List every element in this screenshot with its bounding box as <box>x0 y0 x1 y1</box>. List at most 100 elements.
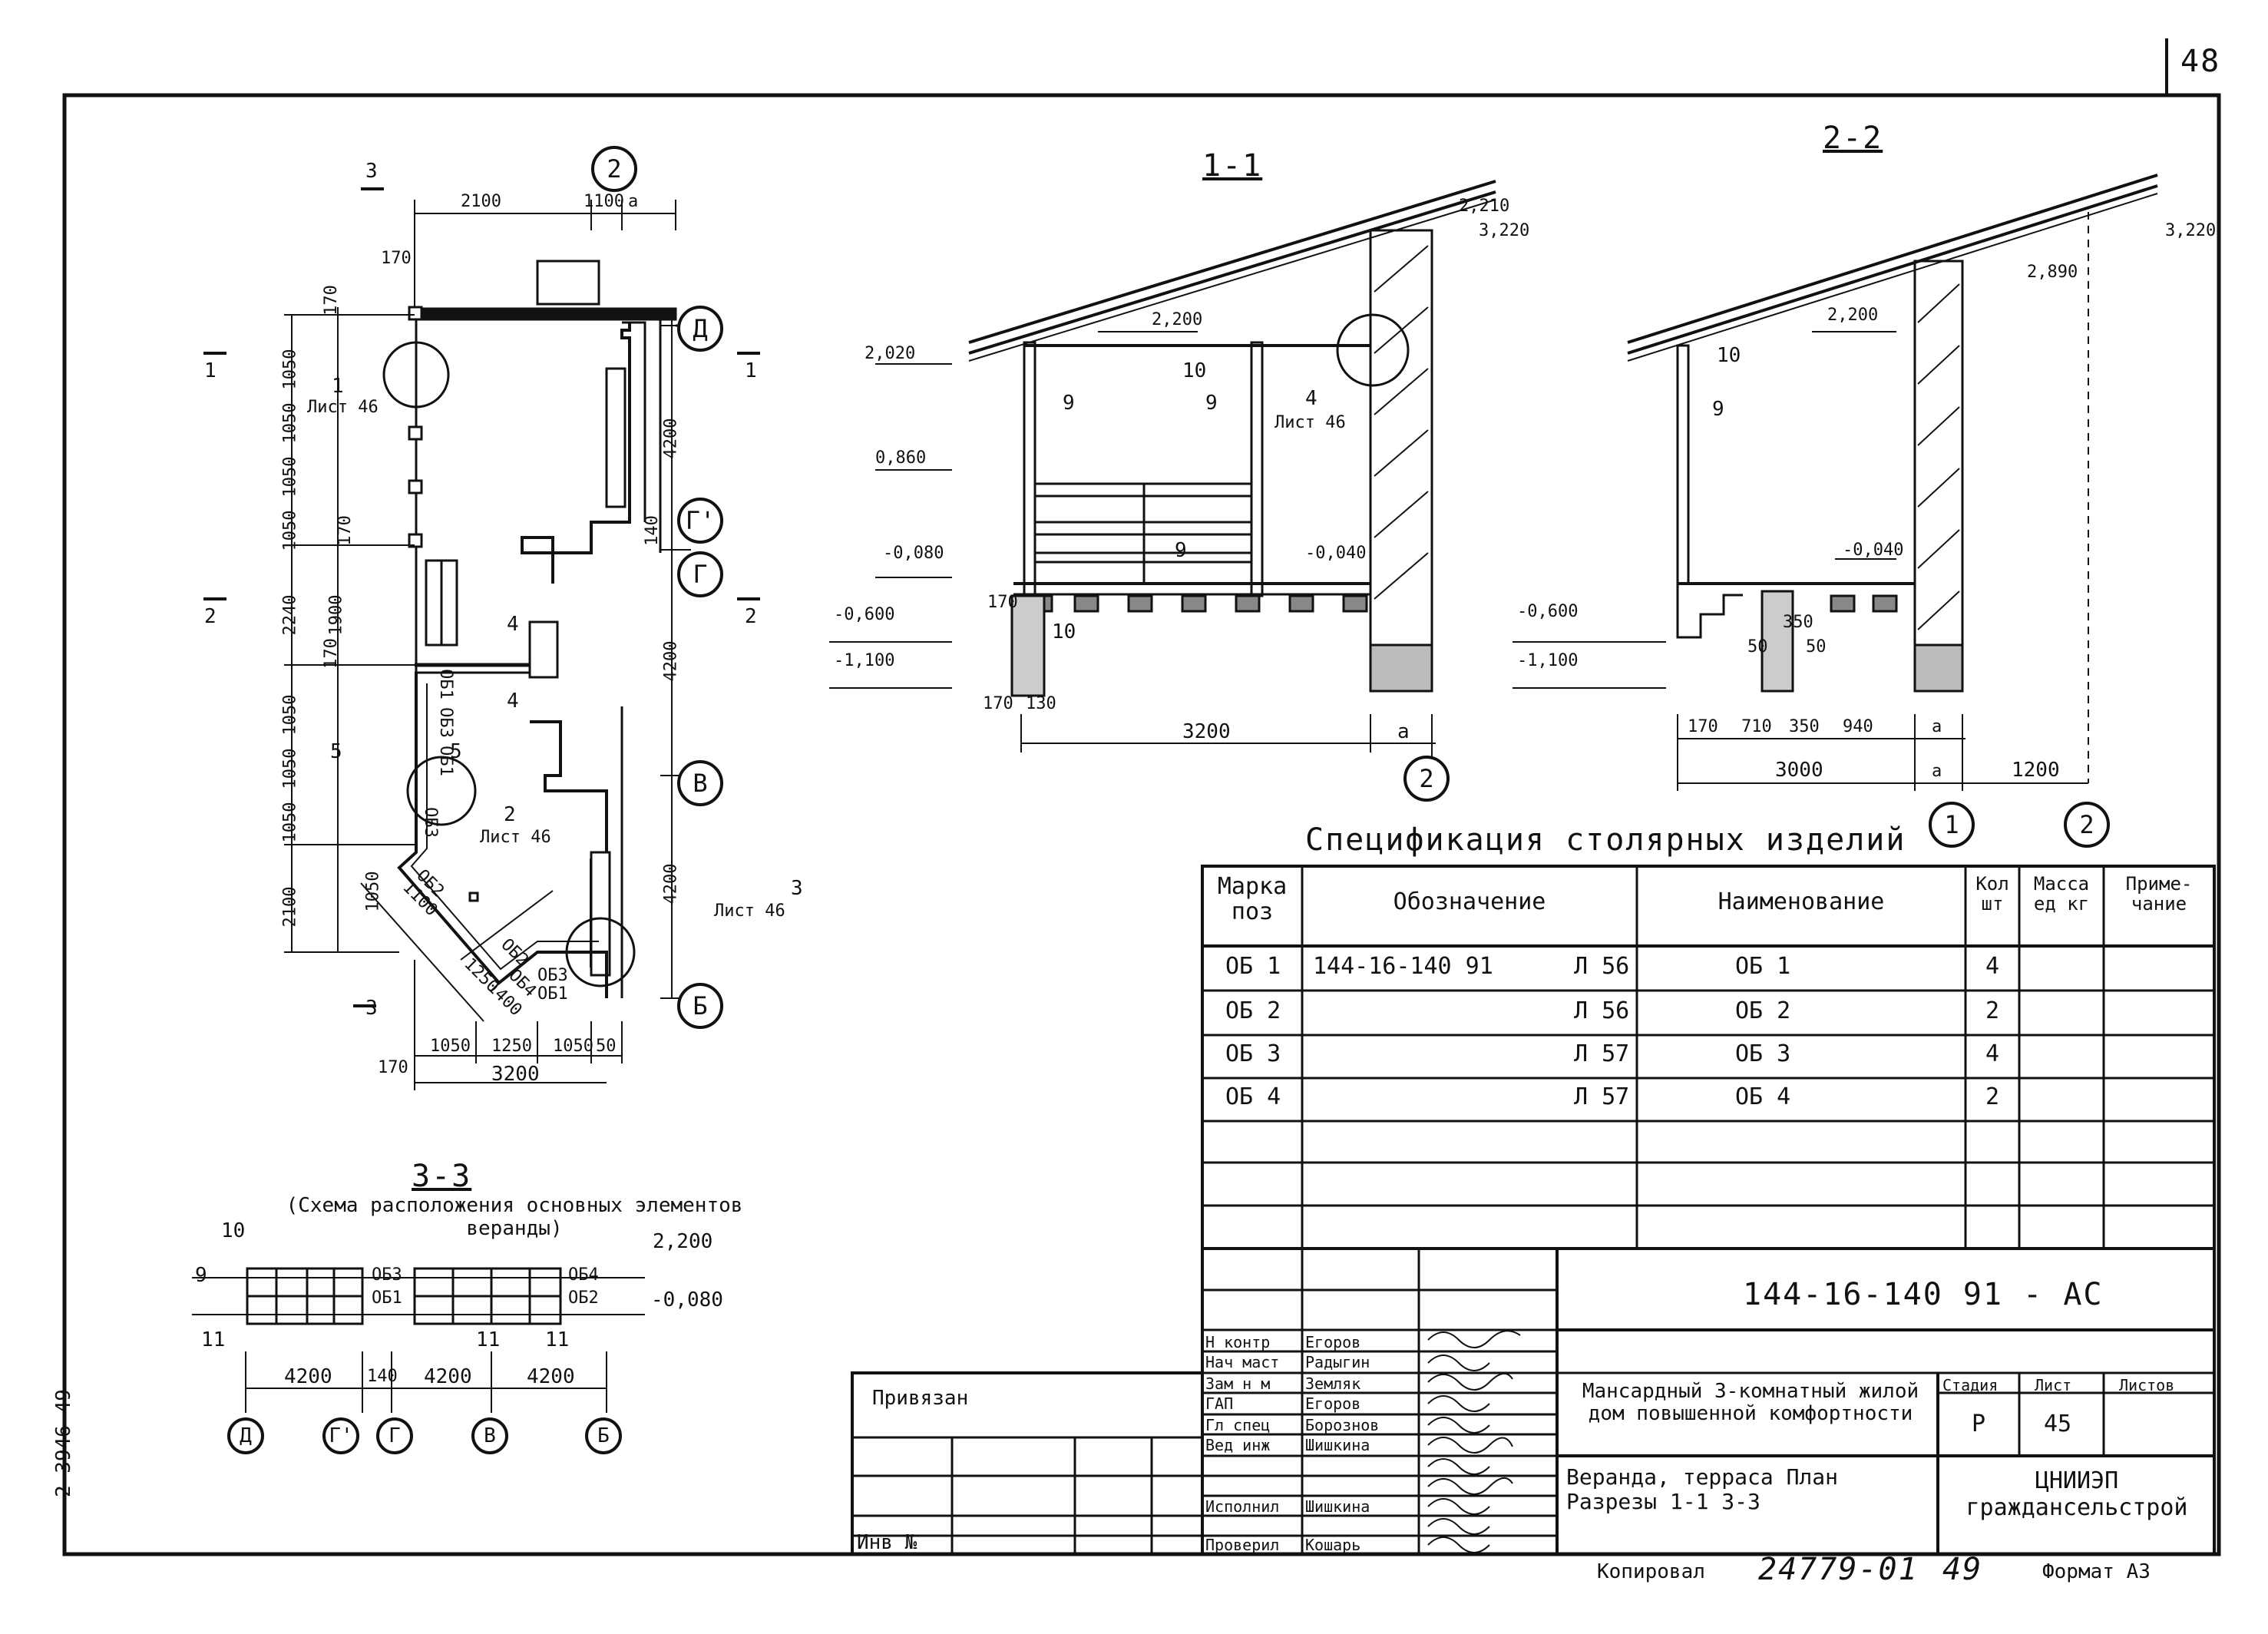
plan-dim-top-0: 2100 <box>461 192 501 211</box>
section-11-dim-2: 130 <box>1026 694 1056 713</box>
plan-axis-b: Б <box>677 983 723 1029</box>
section-33-axis-g: Г <box>376 1417 413 1454</box>
staff-role-3: ГАП <box>1205 1394 1234 1413</box>
plan-small-dim-2: 170 <box>335 515 355 546</box>
plan-axis-g-prime: Г' <box>677 498 723 544</box>
section-22-label-0: 10 <box>1717 344 1741 367</box>
section-33-label-2: 11 <box>201 1328 226 1351</box>
section-22-dim-6: a <box>1932 762 1942 781</box>
section-22-dim-2: 350 <box>1789 717 1820 736</box>
spec-header-qty: Кол шт <box>1975 873 2009 915</box>
staff-role-4: Гл спец <box>1205 1416 1271 1434</box>
staff-name-1: Радыгин <box>1305 1353 1370 1371</box>
plan-dim-bottom-3: 50 <box>596 1037 617 1056</box>
plan-section-mark-2b: 2 <box>745 605 757 628</box>
plan-ob-mark-8: ОБ1 <box>537 984 568 1004</box>
spec-header-mark: Марка поз <box>1217 873 1288 925</box>
plan-small-dim-5: 170 <box>378 1058 408 1077</box>
plan-walls <box>203 187 760 1090</box>
plan-callout-2-num: 2 <box>504 803 516 826</box>
section-22-axis-1: 1 <box>1929 802 1975 848</box>
spec-row-0-name: ОБ 1 <box>1735 953 1791 980</box>
sheet-title: Веранда, терраса План Разрезы 1-1 3-3 <box>1566 1464 1839 1515</box>
title-block-grid <box>851 1247 2216 1556</box>
section-33-dim-0: 4200 <box>284 1365 332 1388</box>
section-22-title: 2-2 <box>1823 121 1883 156</box>
plan-callout-1-num: 1 <box>332 375 344 398</box>
section-33-axis-d: Д <box>227 1417 264 1454</box>
plan-ob-mark-1: ОБ3 <box>435 707 455 738</box>
section-11-label-1: 9 <box>1063 392 1075 415</box>
plan-dim-bottom-0: 1050 <box>430 1037 471 1056</box>
section-33-label-0: 10 <box>221 1219 246 1242</box>
spec-row-0-mark: ОБ 1 <box>1225 953 1281 980</box>
plan-dim-left-2: 1050 <box>280 456 300 498</box>
plan-dim-right-1: 4200 <box>661 640 681 682</box>
spec-row-2-mark: ОБ 3 <box>1225 1040 1281 1067</box>
section-33-dim-2: 4200 <box>424 1365 472 1388</box>
plan-overall-width: 3200 <box>491 1063 540 1086</box>
spec-row-1-mark: ОБ 2 <box>1225 997 1281 1024</box>
section-22-linework <box>1513 174 2158 791</box>
staff-role-7: Проверил <box>1205 1536 1280 1554</box>
spec-row-0-qty: 4 <box>1985 953 2000 980</box>
section-33-ob-0: ОБ3 <box>372 1265 402 1285</box>
section-22-level-5: -1,100 <box>1517 651 1579 670</box>
inventory-label: Инв № <box>857 1531 917 1554</box>
section-33-dim-3: 4200 <box>527 1365 575 1388</box>
section-33-label-3: 11 <box>476 1328 501 1351</box>
section-22-dim-5: 3000 <box>1775 759 1823 782</box>
plan-section-mark-3a: 3 <box>365 160 378 183</box>
footer-copy-number: 24779-01 <box>1758 1552 1919 1587</box>
section-22-level-2: 2,200 <box>1827 306 1879 325</box>
staff-role-1: Нач маст <box>1205 1353 1280 1371</box>
plan-small-dim-3: 170 <box>321 638 341 669</box>
spec-row-0-code: 144-16-140 91 <box>1313 953 1493 980</box>
section-22-dim-10: 50 <box>1806 637 1827 657</box>
section-11-axis-2: 2 <box>1403 756 1450 802</box>
plan-dim-left-5: 1900 <box>326 594 346 636</box>
section-11-dim-1: 170 <box>983 694 1013 713</box>
staff-name-5: Шишкина <box>1305 1436 1370 1454</box>
plan-small-dim-4: 140 <box>642 515 662 546</box>
section-33-label-1: 9 <box>195 1264 207 1287</box>
plan-section-mark-5b: 5 <box>450 740 462 763</box>
section-33-level-bottom: -0,080 <box>651 1288 723 1312</box>
section-22-level-4: -0,600 <box>1517 602 1579 621</box>
section-11-dim-3: 3200 <box>1182 720 1231 743</box>
plan-dim-left-4: 2240 <box>280 594 300 636</box>
section-11-level-4: 0,860 <box>875 448 927 468</box>
plan-ob-mark-7: ОБ3 <box>537 966 568 985</box>
staff-role-2: Зам н м <box>1205 1374 1271 1393</box>
staff-name-4: Борознов <box>1305 1416 1380 1434</box>
section-33-linework <box>192 1267 645 1413</box>
plan-axis-2: 2 <box>591 146 637 192</box>
plan-dim-left-3: 1050 <box>280 510 300 551</box>
plan-callout-3-sheet: Лист 46 <box>714 901 785 921</box>
footer-number: 49 <box>1942 1552 1983 1587</box>
footer-copied: Копировал <box>1597 1560 1705 1583</box>
staff-role-5: Вед инж <box>1205 1436 1271 1454</box>
section-11-level-3: 2,020 <box>865 344 916 363</box>
sheet-value: 45 <box>2044 1411 2072 1437</box>
section-11-level-6: -0,040 <box>1305 544 1367 563</box>
staff-name-6: Шишкина <box>1305 1497 1370 1516</box>
section-11-dim-0: 170 <box>987 593 1018 612</box>
spec-row-3-mark: ОБ 4 <box>1225 1083 1281 1110</box>
plan-bay-dim-0: 1050 <box>363 871 383 912</box>
section-22-dim-9: 50 <box>1747 637 1768 657</box>
section-11-level-1: 3,220 <box>1479 221 1530 240</box>
section-22-dim-0: 170 <box>1688 717 1718 736</box>
sheet-label: Лист <box>2035 1376 2072 1394</box>
plan-dim-right-2: 4200 <box>661 863 681 905</box>
plan-axis-v: В <box>677 760 723 806</box>
staff-name-2: Земляк <box>1305 1374 1361 1393</box>
plan-section-mark-1a: 1 <box>204 359 217 382</box>
spec-header-mass: Масса ед кг <box>2033 873 2090 915</box>
stage-value: Р <box>1972 1411 1986 1437</box>
plan-axis-g: Г <box>677 551 723 597</box>
spec-row-1-sheet: Л 56 <box>1574 997 1630 1024</box>
section-11-level-8: -1,100 <box>834 651 895 670</box>
plan-dim-bottom-1: 1250 <box>491 1037 532 1056</box>
